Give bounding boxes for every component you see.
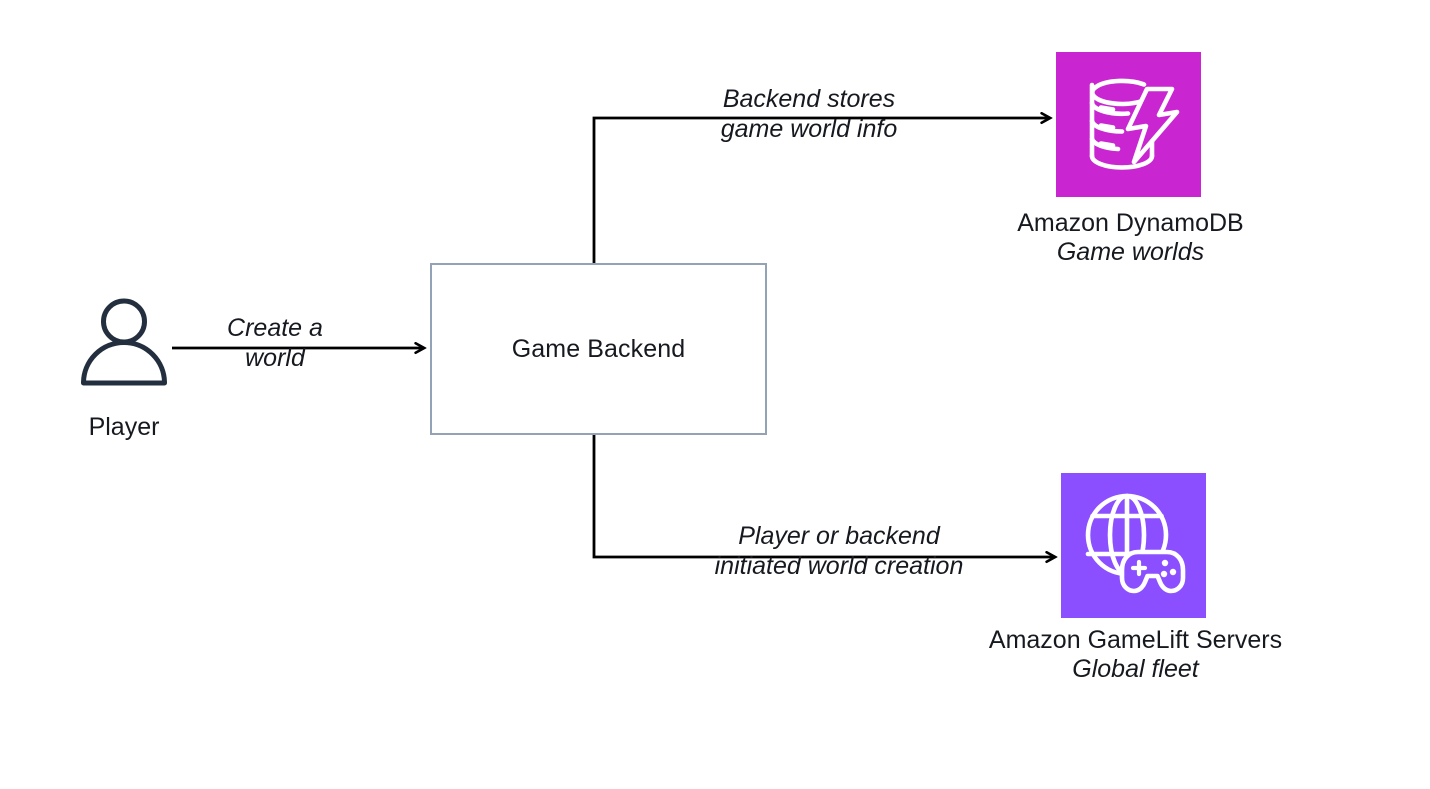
edge-label-store-world-info: Backend stores game world info — [720, 85, 898, 143]
database-lightning-icon — [1056, 52, 1201, 197]
amazon-gamelift-servers-node[interactable] — [1061, 473, 1206, 618]
amazon-gamelift-servers-subtitle: Global fleet — [1072, 655, 1199, 683]
amazon-dynamodb-caption: Amazon DynamoDB Game worlds — [878, 209, 1383, 267]
amazon-gamelift-servers-caption: Amazon GameLift Servers Global fleet — [883, 626, 1388, 684]
amazon-dynamodb-subtitle: Game worlds — [1056, 238, 1205, 266]
player-person-icon — [78, 296, 170, 388]
amazon-dynamodb-node[interactable] — [1056, 52, 1201, 197]
player-label: Player — [88, 413, 160, 441]
game-backend-label: Game Backend — [511, 334, 686, 363]
edge-initiate-world-creation — [592, 435, 1055, 557]
edge-label-create-world: Create a world — [227, 314, 323, 372]
globe-gamepad-icon — [1061, 473, 1206, 618]
edge-store-world-info — [592, 118, 1050, 263]
amazon-gamelift-servers-title: Amazon GameLift Servers — [988, 626, 1283, 654]
game-backend-node[interactable]: Game Backend — [430, 263, 767, 435]
amazon-dynamodb-title: Amazon DynamoDB — [1017, 209, 1244, 237]
user-person-icon — [81, 298, 167, 386]
edge-label-initiate-world-creation: Player or backend initiated world creati… — [714, 522, 964, 580]
